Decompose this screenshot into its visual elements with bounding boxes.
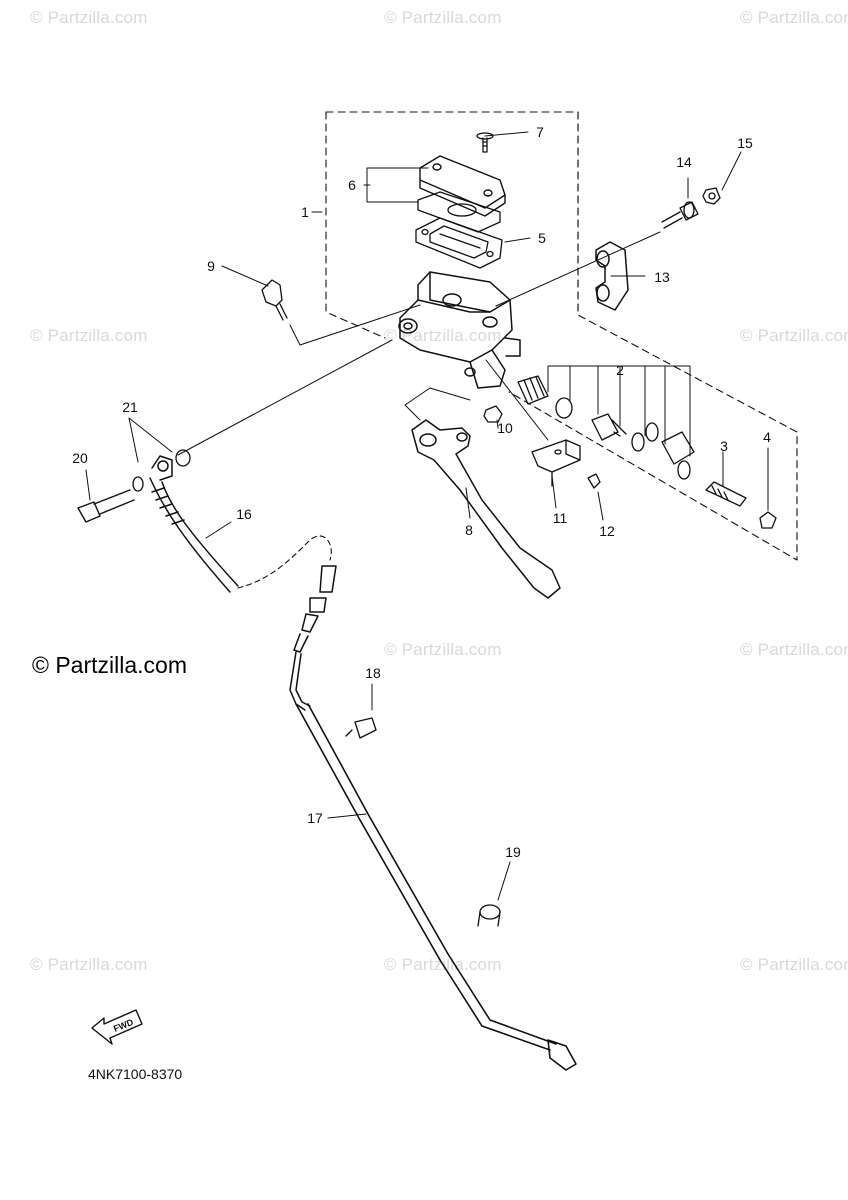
piston-kit [518, 376, 694, 479]
callout-17: 17 [307, 810, 323, 826]
callout-5: 5 [538, 230, 546, 246]
copper-washers [133, 450, 190, 491]
long-hose [296, 704, 576, 1070]
callout-8: 8 [465, 522, 473, 538]
callout-21: 21 [122, 399, 138, 415]
hose-clamp-19 [478, 905, 500, 926]
assembly-lines [178, 232, 660, 455]
callout-11: 11 [552, 510, 568, 526]
callout-14: 14 [676, 154, 692, 170]
callout-2: 2 [616, 362, 624, 378]
fwd-arrow-icon: FWD [92, 1010, 142, 1044]
watermark: © Partzilla.com [30, 955, 148, 974]
callout-16: 16 [236, 506, 252, 522]
callout-12: 12 [599, 523, 615, 539]
clutch-lever [412, 420, 560, 598]
watermark: © Partzilla.com [30, 326, 148, 345]
callout-19: 19 [505, 844, 521, 860]
reservoir-cap [420, 156, 505, 216]
master-cylinder-body [399, 272, 520, 388]
clutch-hose [150, 456, 336, 710]
switch-screw [588, 474, 600, 488]
callout-7: 7 [536, 124, 544, 140]
drawing-code: 4NK7100-8370 [88, 1066, 183, 1082]
holder-clamp [596, 242, 628, 310]
callout-9: 9 [207, 258, 215, 274]
callout-3: 3 [720, 438, 728, 454]
clamp-bolt [662, 202, 698, 228]
clamp-nut [703, 188, 720, 204]
assembly-outline [326, 112, 797, 560]
watermark-main: © Partzilla.com [32, 652, 187, 678]
hose-clamp-18 [346, 718, 376, 738]
diaphragm-plate [418, 192, 500, 232]
watermark: © Partzilla.com [30, 8, 148, 27]
watermark: © Partzilla.com [740, 326, 848, 345]
callout-20: 20 [72, 450, 88, 466]
watermark: © Partzilla.com [384, 326, 502, 345]
watermark: © Partzilla.com [740, 8, 848, 27]
leader-lines [86, 132, 768, 900]
screw [477, 133, 493, 152]
boot [760, 512, 776, 528]
callout-13: 13 [654, 269, 670, 285]
lever-nut [484, 406, 502, 422]
callout-15: 15 [737, 135, 753, 151]
push-rod [706, 482, 746, 506]
diaphragm [416, 218, 502, 268]
banjo-bolt [262, 280, 287, 320]
watermark: © Partzilla.com [384, 8, 502, 27]
clutch-switch [532, 440, 580, 486]
callout-6: 6 [348, 177, 356, 193]
union-bolt [78, 490, 134, 522]
callout-10: 10 [497, 420, 513, 436]
watermark: © Partzilla.com [740, 640, 848, 659]
callout-18: 18 [365, 665, 381, 681]
callout-1: 1 [301, 204, 309, 220]
callout-4: 4 [763, 429, 771, 445]
watermark: © Partzilla.com [384, 640, 502, 659]
watermark: © Partzilla.com [740, 955, 848, 974]
